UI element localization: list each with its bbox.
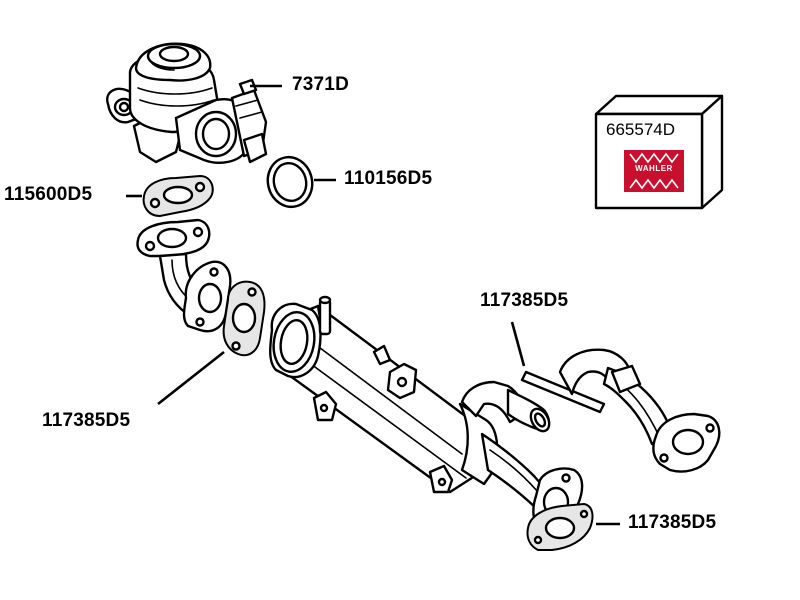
pipe-icon [136, 218, 232, 333]
leader-117385d5-right [510, 321, 526, 367]
callout-117385d5-bottom: 117385D5 [628, 512, 717, 533]
gasket-icon [520, 370, 606, 414]
leader-lines [126, 84, 620, 526]
kit-number: 665574D [606, 120, 676, 139]
callout-115600d5: 115600D5 [4, 184, 93, 205]
leader-117385d5-left [157, 350, 225, 406]
wahler-logo-mark [629, 152, 679, 190]
egr-valve-icon [106, 42, 268, 164]
o-ring-icon [266, 155, 314, 209]
cooler-icon [269, 295, 551, 514]
wahler-logo-icon: WAHLER [624, 150, 684, 192]
callout-7371d: 7371D [292, 74, 349, 95]
pipe-icon [558, 348, 721, 473]
callout-110156d5: 110156D5 [344, 168, 433, 189]
wahler-logo-text: WAHLER [624, 164, 684, 173]
gasket-icon [526, 502, 594, 551]
callout-117385d5-right: 117385D5 [480, 290, 569, 311]
gasket-icon [222, 280, 266, 357]
callout-117385d5-left: 117385D5 [42, 410, 131, 431]
gasket-icon [142, 174, 214, 218]
